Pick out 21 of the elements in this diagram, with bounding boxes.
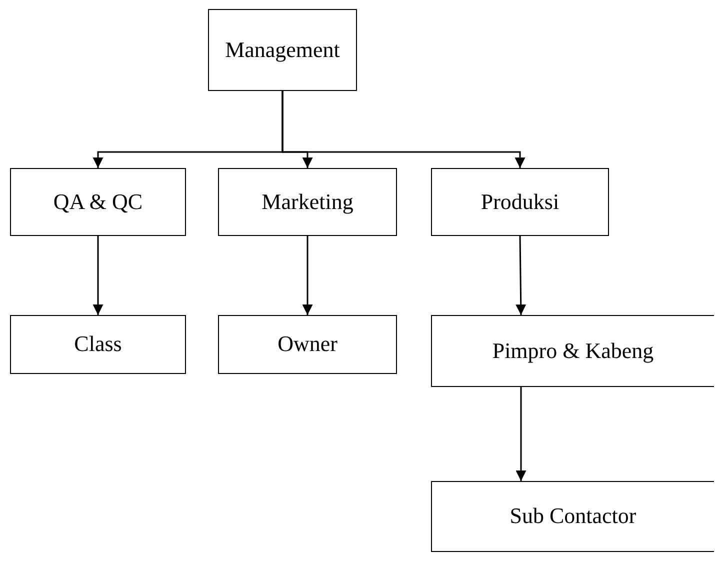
node-label: Produksi [480, 188, 560, 216]
arrow [302, 236, 313, 315]
arrow [92, 236, 104, 315]
org-box [208, 9, 357, 91]
org-box [218, 315, 397, 374]
org-box [10, 168, 186, 236]
node-label: Management [224, 36, 341, 64]
node-label: QA & QC [52, 188, 144, 216]
arrow [282, 91, 526, 168]
org-box [431, 168, 609, 236]
org-box [218, 168, 397, 236]
node-label: Owner [276, 331, 338, 358]
org-box [431, 481, 714, 552]
arrow [516, 236, 526, 316]
org-box [10, 315, 186, 374]
node-label: Sub Contactor [508, 503, 638, 530]
node-label: Marketing [260, 188, 354, 216]
org-box [431, 315, 714, 387]
node-label: Class [73, 331, 123, 358]
node-label: Pimpro & Kabeng [491, 338, 655, 364]
arrow [516, 387, 526, 481]
